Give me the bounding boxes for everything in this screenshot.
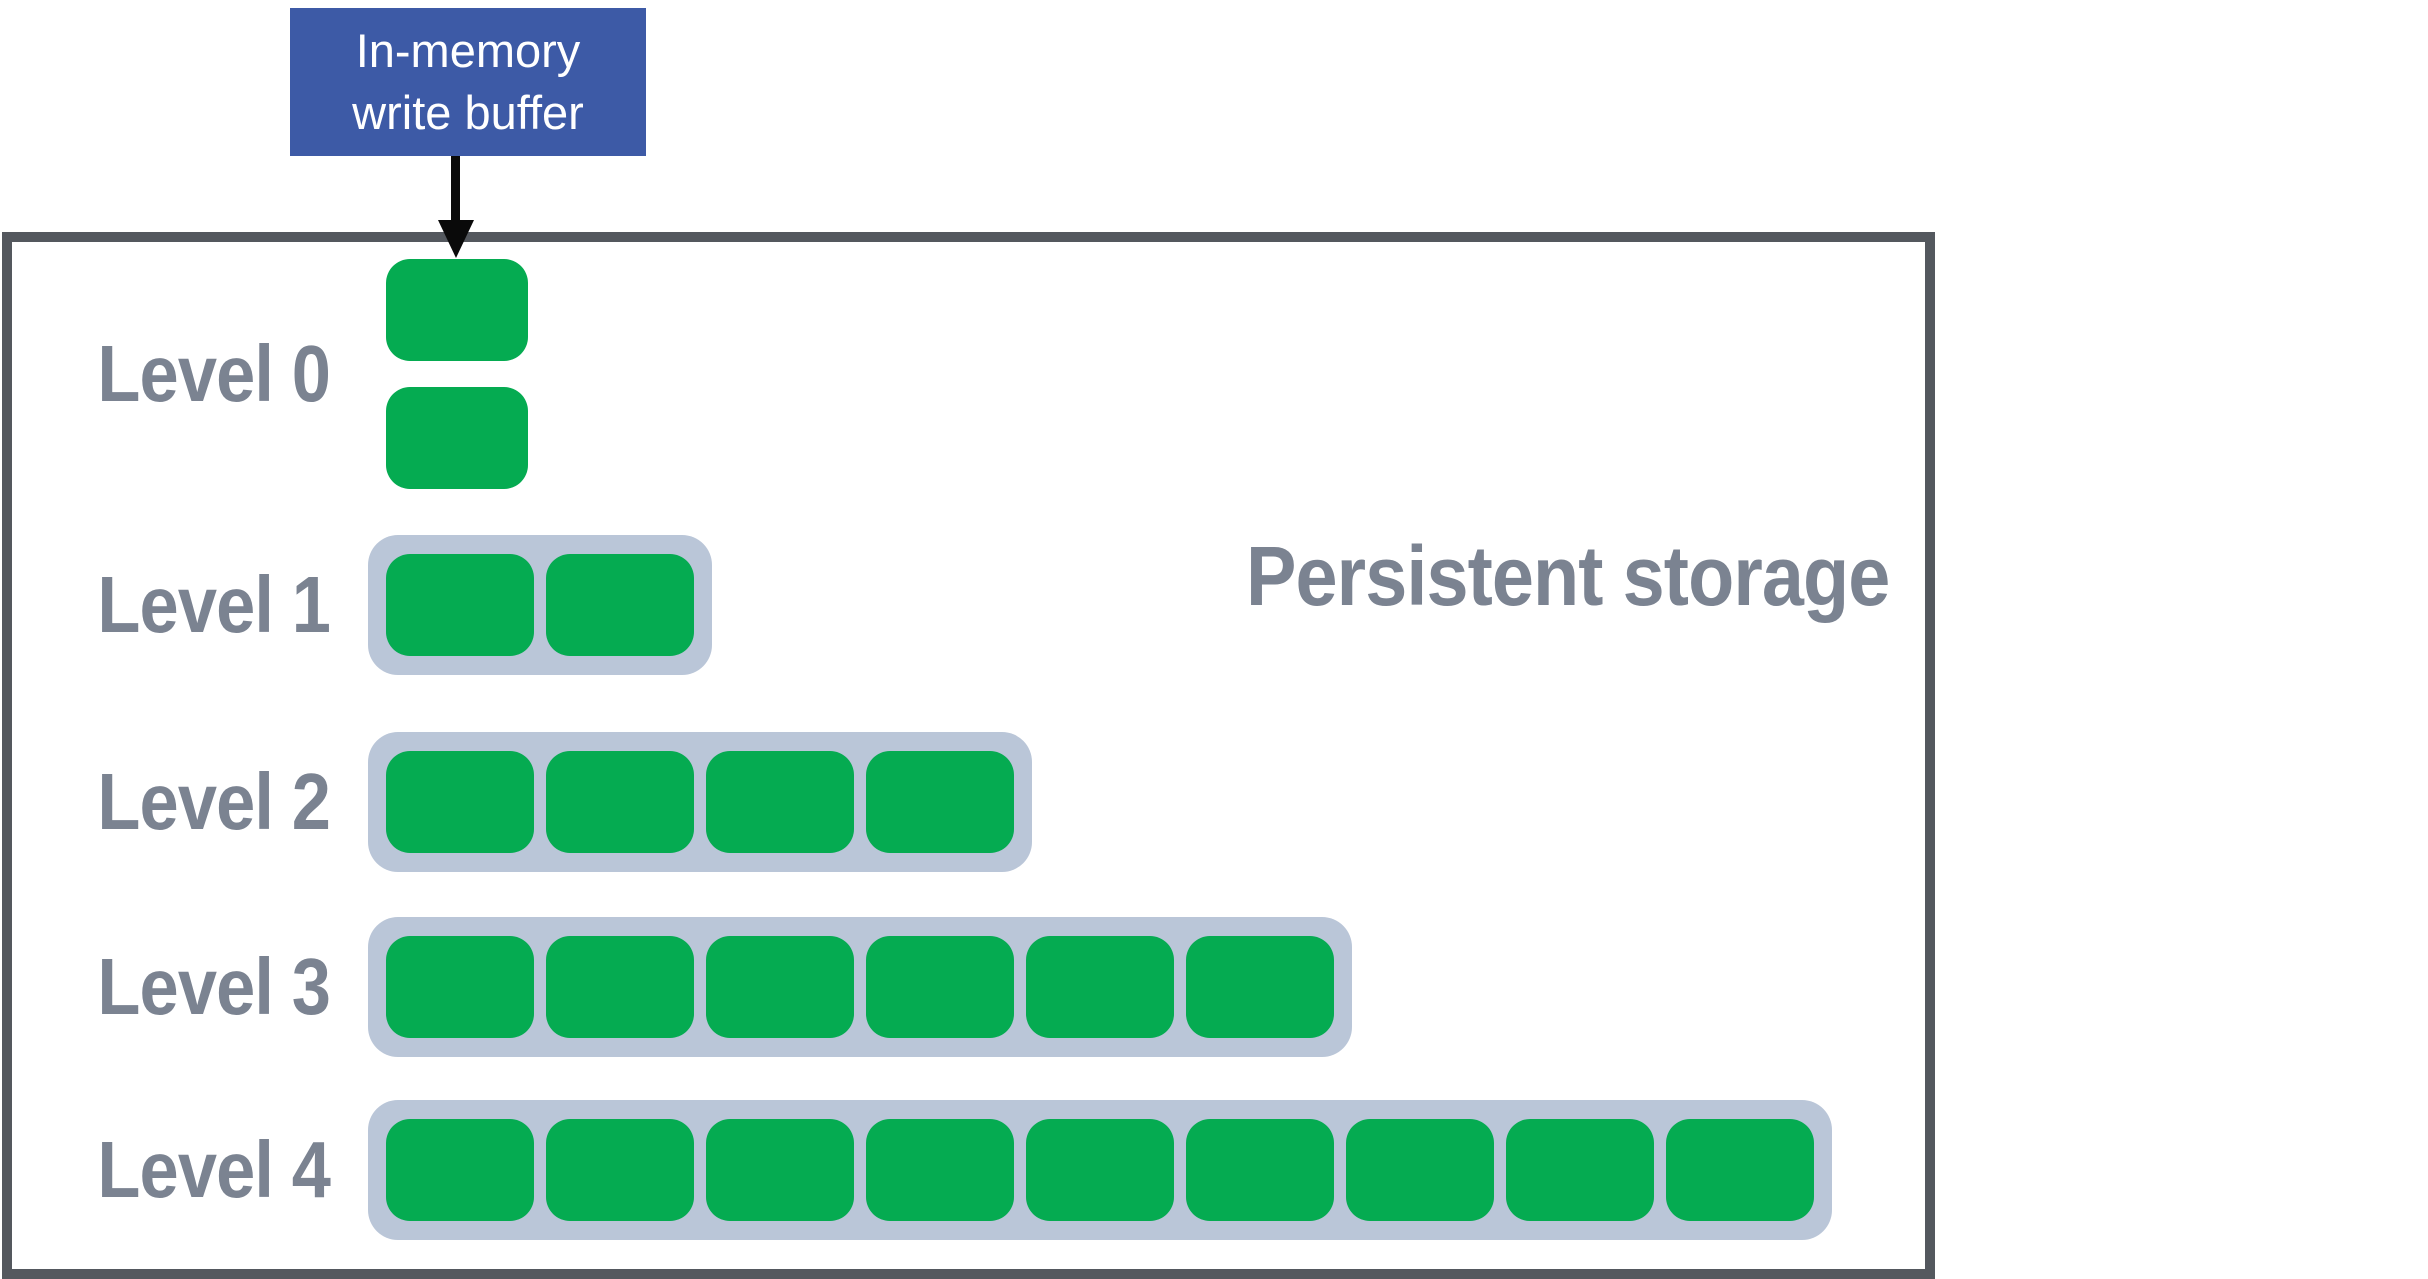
sstable-block xyxy=(1506,1119,1654,1221)
sstable-block xyxy=(386,554,534,656)
sstable-block xyxy=(546,751,694,853)
level-content xyxy=(368,535,712,675)
sstable-block xyxy=(866,936,1014,1038)
sstable-block xyxy=(386,1119,534,1221)
level-row: Level 3 xyxy=(0,917,1352,1057)
in-memory-write-buffer-box: In-memory write buffer xyxy=(290,8,646,156)
sstable-block xyxy=(706,936,854,1038)
flush-arrow-head xyxy=(438,220,474,258)
level-label: Level 4 xyxy=(97,1125,330,1214)
level-container xyxy=(368,732,1032,872)
level-content xyxy=(368,732,1032,872)
flush-arrow-shaft xyxy=(451,156,460,222)
sstable-block xyxy=(386,751,534,853)
level-container xyxy=(368,1100,1832,1240)
sstable-block xyxy=(1186,1119,1334,1221)
sstable-block xyxy=(546,1119,694,1221)
sstable-block xyxy=(386,387,528,489)
sstable-block xyxy=(1346,1119,1494,1221)
sstable-block xyxy=(1186,936,1334,1038)
sstable-block xyxy=(706,751,854,853)
level-container xyxy=(368,917,1352,1057)
sstable-block xyxy=(706,1119,854,1221)
sstable-block xyxy=(546,936,694,1038)
level-label: Level 0 xyxy=(97,329,330,418)
level-row: Level 2 xyxy=(0,732,1032,872)
persistent-storage-label: Persistent storage xyxy=(1246,529,1890,623)
sstable-block xyxy=(866,751,1014,853)
level-container xyxy=(368,535,712,675)
level-content xyxy=(368,1100,1832,1240)
level-row: Level 4 xyxy=(0,1100,1832,1240)
sstable-block xyxy=(866,1119,1014,1221)
sstable-block xyxy=(1026,1119,1174,1221)
level-row: Level 0 xyxy=(0,258,528,490)
sstable-block xyxy=(386,259,528,361)
level-label: Level 2 xyxy=(97,757,330,846)
sstable-block xyxy=(386,936,534,1038)
sstable-block xyxy=(1026,936,1174,1038)
level-row: Level 1 xyxy=(0,535,712,675)
buffer-label-line2: write buffer xyxy=(352,86,584,139)
sstable-block xyxy=(1666,1119,1814,1221)
buffer-label-line1: In-memory xyxy=(355,24,581,77)
sstable-block xyxy=(546,554,694,656)
level-content xyxy=(386,259,528,489)
level-label: Level 3 xyxy=(97,942,330,1031)
level-label: Level 1 xyxy=(97,560,330,649)
level-content xyxy=(368,917,1352,1057)
